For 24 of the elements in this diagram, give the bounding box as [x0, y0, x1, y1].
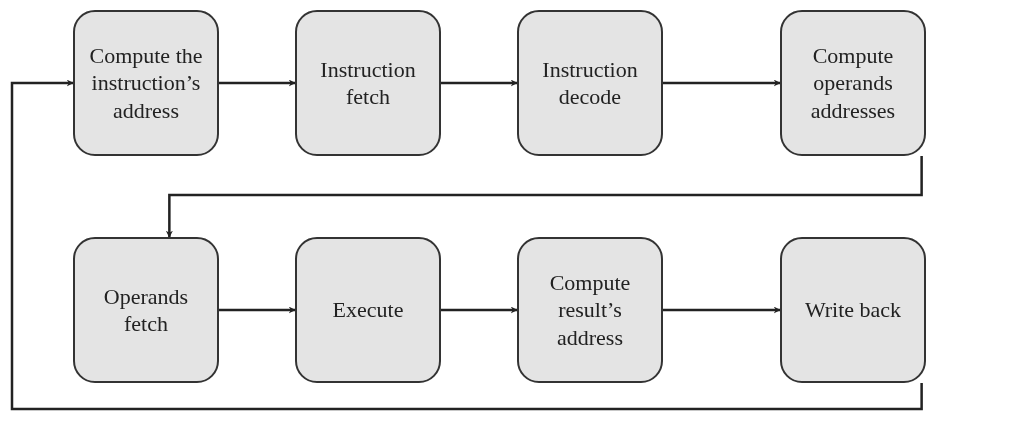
arrow	[10, 79, 923, 411]
arrow	[663, 79, 781, 87]
box-label: Compute result’s address	[548, 268, 632, 352]
process-box	[517, 10, 663, 156]
box-label: Execute	[332, 296, 404, 324]
arrow	[219, 79, 296, 87]
process-box	[295, 237, 441, 383]
box-label: Instruction fetch	[319, 55, 417, 111]
process-box	[73, 237, 219, 383]
process-box	[73, 10, 219, 156]
box-label: Compute the instruction’s address	[88, 41, 204, 125]
arrow	[165, 156, 923, 238]
arrow	[441, 306, 518, 314]
process-box	[780, 10, 926, 156]
process-box	[517, 237, 663, 383]
arrow	[663, 306, 781, 314]
process-box	[780, 237, 926, 383]
process-box	[295, 10, 441, 156]
box-label: Write back	[804, 296, 902, 324]
box-label: Compute operands addresses	[809, 41, 897, 125]
box-label: Operands fetch	[102, 282, 190, 338]
box-label: Instruction decode	[541, 55, 639, 111]
arrow	[219, 306, 296, 314]
arrow	[441, 79, 518, 87]
